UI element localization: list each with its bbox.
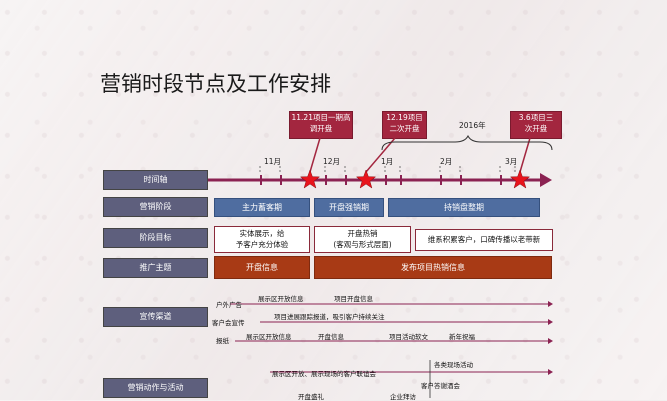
month-ticks (259, 166, 516, 173)
goal-physical-experience-line1: 实体展示，给 (239, 229, 285, 238)
phase-sustained-sales: 持销盘整期 (388, 198, 540, 217)
phase-accumulation: 主力蓄客期 (214, 198, 310, 217)
channel-customer-label: 客户会宣传 (212, 319, 245, 327)
month-label-nov: 11月 (264, 157, 282, 166)
channel-lines (230, 303, 548, 373)
channel-paper-label: 报纸 (216, 337, 229, 345)
callout-pointer-3 (519, 137, 531, 173)
promo-hot-sales-info: 发布项目热销信息 (314, 256, 552, 279)
phase-opening-strong-sales: 开盘强销期 (314, 198, 384, 217)
axis-arrowhead (540, 173, 552, 187)
channel-paper-item-1: 展示区开放信息 (246, 333, 292, 341)
star-marker-3 (509, 169, 531, 189)
channel-customer-item-1: 项目进展跟踪报道，吸引客户持续关注 (274, 313, 385, 321)
channel-outdoor-item-2: 项目开盘信息 (334, 295, 373, 303)
row-label-promo: 推广主题 (103, 258, 208, 278)
promo-opening-info: 开盘信息 (214, 256, 310, 279)
channel-arrowheads (548, 301, 553, 375)
callout-pointer-1 (309, 137, 321, 173)
star-marker-2 (355, 169, 377, 189)
axis-ticks (260, 175, 502, 185)
goal-physical-experience: 实体展示，给 予客户充分体验 (214, 226, 310, 253)
star-marker-1 (299, 169, 321, 189)
action-thanks-banquet: 客户答谢酒会 (421, 382, 460, 390)
channel-outdoor-label: 户外广告 (216, 301, 242, 309)
channel-paper-item-4: 新年祝福 (449, 333, 475, 341)
action-opening-ceremony: 开盘盛礼 (298, 393, 324, 401)
month-label-feb: 2月 (440, 157, 453, 166)
channel-outdoor-item-1: 展示区开放信息 (258, 295, 304, 303)
goal-maintain-customers: 维系积累客户，口碑传播以老带新 (415, 229, 553, 251)
row-label-goal: 阶段目标 (103, 228, 208, 248)
callout-second-opening-line2: 二次开盘 (389, 124, 420, 133)
goal-opening-hot-sales: 开盘热销 (客观与形式层面) (314, 226, 411, 253)
goal-opening-hot-sales-line2: (客观与形式层面) (333, 240, 392, 249)
callout-third-opening-line1: 3.6项目三 (518, 113, 554, 122)
callout-first-opening: 11.21项目一期高 调开盘 (289, 111, 353, 139)
callout-first-opening-line1: 11.21项目一期高 (291, 113, 351, 122)
action-showroom-gathering: 展示区开放、展示现场的客户联谊会 (272, 370, 376, 378)
month-label-mar: 3月 (505, 157, 518, 166)
action-on-site-events: 各类现场活动 (434, 361, 473, 369)
goal-opening-hot-sales-line1: 开盘热销 (347, 229, 378, 238)
page-title: 营销时段节点及工作安排 (100, 72, 331, 96)
channel-paper-item-2: 开盘信息 (318, 333, 344, 341)
row-label-channel: 宣传渠道 (103, 307, 208, 327)
channel-paper-item-3: 项目活动软文 (389, 333, 428, 341)
callout-second-opening-line1: 12.19项目 (386, 113, 423, 122)
row-label-phase: 营销阶段 (103, 197, 208, 217)
callout-third-opening-line2: 次开盘 (524, 124, 548, 133)
row-label-timeline: 时间轴 (103, 170, 208, 190)
goal-physical-experience-line2: 予客户充分体验 (235, 240, 289, 249)
row-label-actions: 营销动作与活动 (103, 378, 208, 398)
callout-third-opening: 3.6项目三 次开盘 (510, 111, 562, 139)
callout-second-opening: 12.19项目 二次开盘 (382, 111, 427, 139)
callout-first-opening-line2: 调开盘 (309, 124, 333, 133)
callout-pointer-2 (365, 137, 396, 173)
month-label-jan: 1月 (381, 157, 394, 166)
year-label: 2016年 (459, 121, 486, 130)
action-enterprise-visit: 企业拜访 (390, 393, 416, 401)
year-bracket (381, 134, 553, 151)
month-label-dec: 12月 (323, 157, 341, 166)
